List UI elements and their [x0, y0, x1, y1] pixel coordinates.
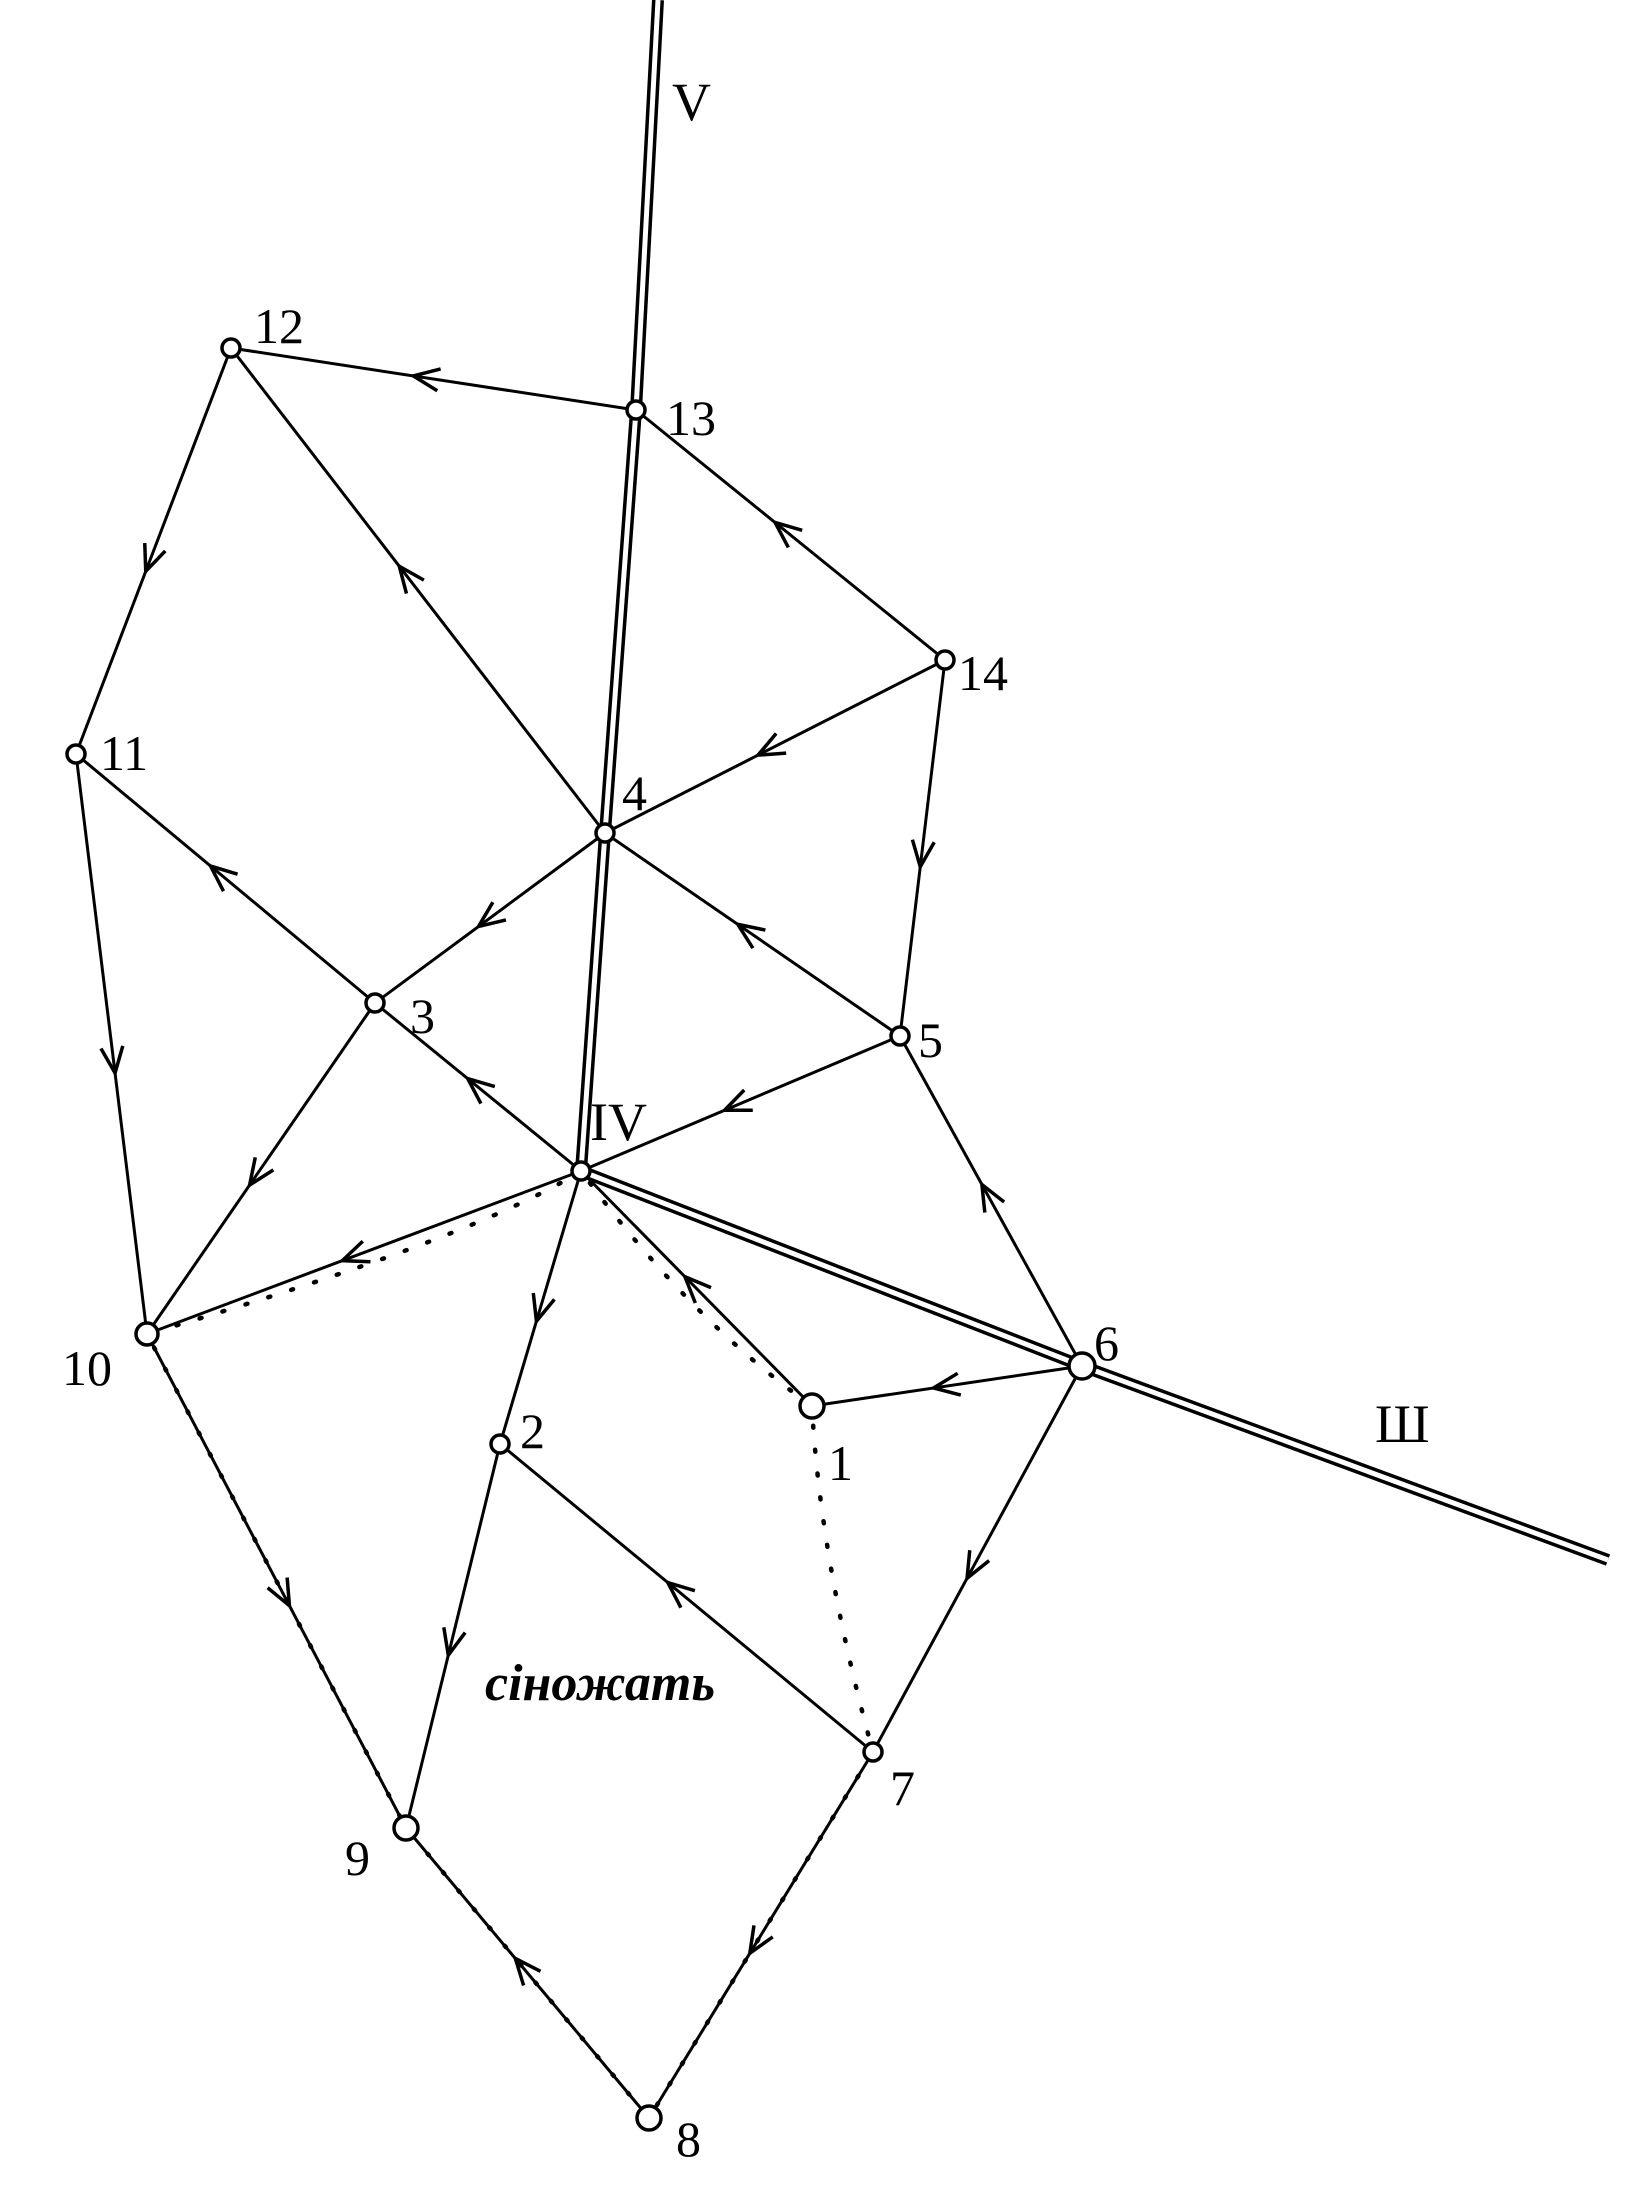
edge-2-9	[404, 1443, 502, 1829]
arrow-4-3	[474, 901, 507, 930]
arrow-11-10	[99, 1045, 125, 1078]
station-label-14: 14	[958, 645, 1008, 701]
arrow-6-1	[929, 1371, 962, 1397]
edge-14-13	[635, 408, 946, 662]
edge-IV-3	[374, 1001, 582, 1173]
arrow-7-8	[747, 1925, 774, 1958]
arrow-14-5	[910, 839, 936, 872]
station-3	[364, 992, 386, 1014]
area-label-meadow: сіножать	[485, 1655, 715, 1712]
edge-10-9	[145, 1333, 408, 1829]
traverse-edges	[74, 346, 1084, 2119]
edge-IV-2	[498, 1170, 583, 1445]
road-label-north: V	[672, 72, 711, 132]
arrow-14-13	[771, 519, 803, 549]
edge-6-5	[898, 1035, 1084, 1367]
edge-6-7	[871, 1365, 1084, 1753]
arrow-5-4	[734, 921, 766, 950]
arrow-12-11	[142, 543, 167, 576]
arrow-3-10	[247, 1157, 275, 1189]
edge-14-5	[898, 659, 947, 1037]
station-9	[392, 1814, 420, 1842]
road-label-east: Ш	[1375, 1394, 1429, 1454]
arrow-IV-10	[338, 1239, 371, 1264]
edge-IV-10	[146, 1169, 582, 1336]
station-2	[489, 1433, 511, 1455]
edge-11-10	[74, 753, 149, 1335]
edge-12-11	[74, 347, 233, 755]
station-13	[625, 399, 647, 421]
boundary-line	[143, 1168, 876, 2122]
station-IV	[570, 1160, 592, 1182]
station-1	[798, 1392, 826, 1420]
stations	[65, 337, 1097, 2132]
arrow-2-9	[442, 1627, 467, 1660]
station-label-6: 6	[1094, 1315, 1119, 1371]
arrow-13-12	[408, 367, 442, 393]
arrow-10-9	[266, 1577, 292, 1610]
road-v-inner	[578, 0, 661, 1172]
station-7	[862, 1741, 884, 1763]
edge-1-IV	[579, 1169, 814, 1408]
meadow-boundary-dotted	[143, 1168, 876, 2122]
station-label-7: 7	[890, 1760, 915, 1816]
edge-4-3	[374, 831, 606, 1005]
station-12	[220, 337, 242, 359]
arrow-4-12	[396, 562, 425, 595]
edge-4-12	[229, 347, 607, 834]
station-10	[134, 1321, 160, 1347]
arrow-8-9	[512, 1955, 542, 1987]
station-label-12: 12	[254, 298, 304, 354]
arrow-6-5	[979, 1180, 1006, 1213]
arrow-6-7	[964, 1550, 991, 1583]
arrow-1-IV	[681, 1273, 712, 1304]
station-6	[1067, 1351, 1097, 1381]
arrow-3-11	[207, 863, 239, 892]
station-11	[65, 743, 87, 765]
station-label-5: 5	[918, 1012, 943, 1068]
edge-7-8	[647, 1751, 875, 2119]
station-5	[889, 1025, 911, 1047]
edge-8-9	[404, 1827, 651, 2119]
edge-14-4	[604, 658, 946, 835]
station-label-2: 2	[520, 1403, 545, 1459]
station-label-11: 11	[100, 725, 148, 781]
edge-13-12	[230, 346, 637, 412]
station-4	[594, 822, 616, 844]
station-label-3: 3	[410, 988, 435, 1044]
station-label-8: 8	[676, 2111, 701, 2167]
station-label-1: 1	[828, 1435, 853, 1491]
edge-7-2	[499, 1442, 874, 1754]
arrow-5-IV	[720, 1088, 753, 1113]
edge-3-11	[75, 752, 376, 1005]
arrow-IV-2	[531, 1292, 556, 1326]
edge-6-1	[811, 1364, 1083, 1408]
station-label-9: 9	[345, 1830, 370, 1886]
station-label-IV: IV	[590, 1092, 647, 1152]
edge-3-10	[145, 1002, 377, 1335]
edge-5-4	[604, 831, 901, 1038]
arrow-IV-3	[464, 1075, 496, 1105]
arrow-14-4	[753, 732, 787, 758]
station-8	[635, 2104, 663, 2132]
station-label-10: 10	[62, 1340, 112, 1396]
arrow-7-2	[664, 1579, 696, 1609]
station-label-13: 13	[666, 390, 716, 446]
station-14	[934, 649, 956, 671]
edge-5-IV	[580, 1034, 901, 1173]
station-label-4: 4	[622, 765, 647, 821]
